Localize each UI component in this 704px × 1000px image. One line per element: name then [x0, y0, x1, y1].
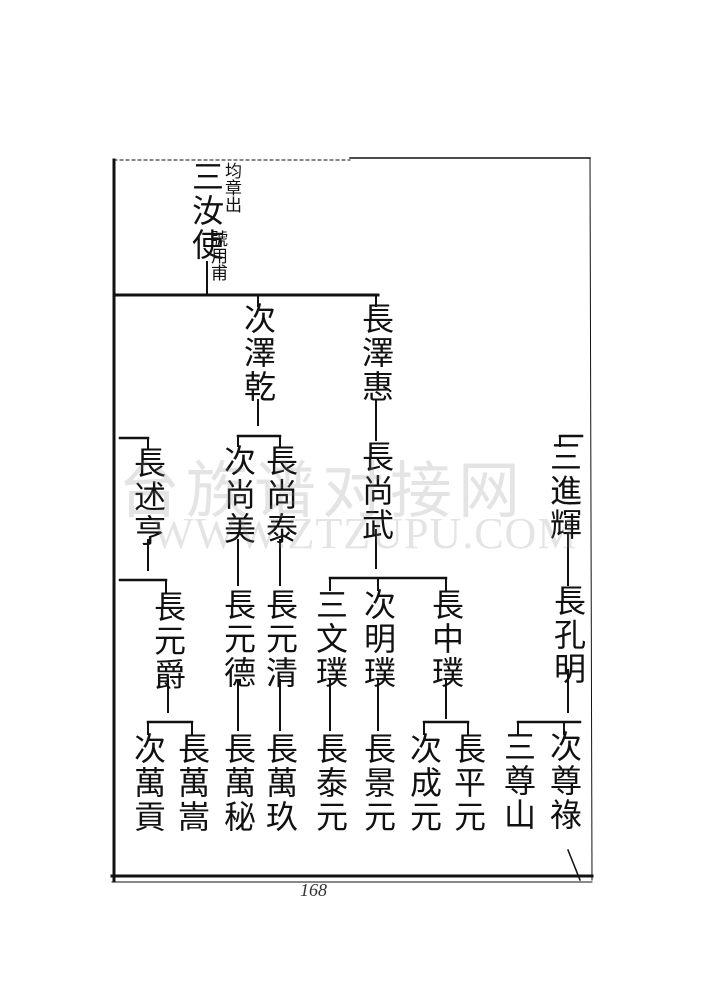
person-gen2-1: 長尚武 [357, 440, 395, 542]
person-gen3-4: 長元清 [261, 588, 299, 690]
person-gen2-2: 長尚泰 [261, 444, 299, 546]
person-gen4-3: 長景元 [359, 732, 397, 834]
person-gen4-9: 次尊祿 [545, 730, 583, 832]
person-gen3-2: 次明璞 [359, 588, 397, 690]
root-note-top: 均章出 [221, 162, 241, 213]
person-gen4-7: 長萬嵩 [173, 732, 211, 834]
person-gen2-4: 長述亨 [129, 446, 167, 548]
person-gen4-5: 長萬玖 [261, 732, 299, 834]
person-gen3-3: 三文璞 [311, 588, 349, 690]
person-gen3-6: 長元爵 [149, 590, 187, 692]
person-gen3-7: 長孔明 [549, 584, 587, 686]
person-gen4-6: 長萬秘 [219, 732, 257, 834]
person-gen2-3: 次尚美 [219, 444, 257, 546]
root-note-bottom: 號用甫 [207, 230, 227, 281]
person-gen4-10: 三尊山 [499, 730, 537, 832]
person-gen4-1: 長平元 [449, 732, 487, 834]
person-gen3-5: 長元德 [219, 588, 257, 690]
person-gen4-8: 次萬貢 [129, 732, 167, 834]
person-gen3-1: 長中璞 [427, 588, 465, 690]
person-gen1-1: 長澤惠 [357, 302, 395, 404]
person-gen4-4: 長泰元 [311, 732, 349, 834]
person-root: 三汝使 [187, 160, 225, 262]
person-gen1-2: 次澤乾 [239, 302, 277, 404]
page-number: 168 [300, 880, 327, 900]
person-gen2-5: 三進輝 [545, 440, 583, 542]
person-gen4-2: 次成元 [405, 732, 443, 834]
